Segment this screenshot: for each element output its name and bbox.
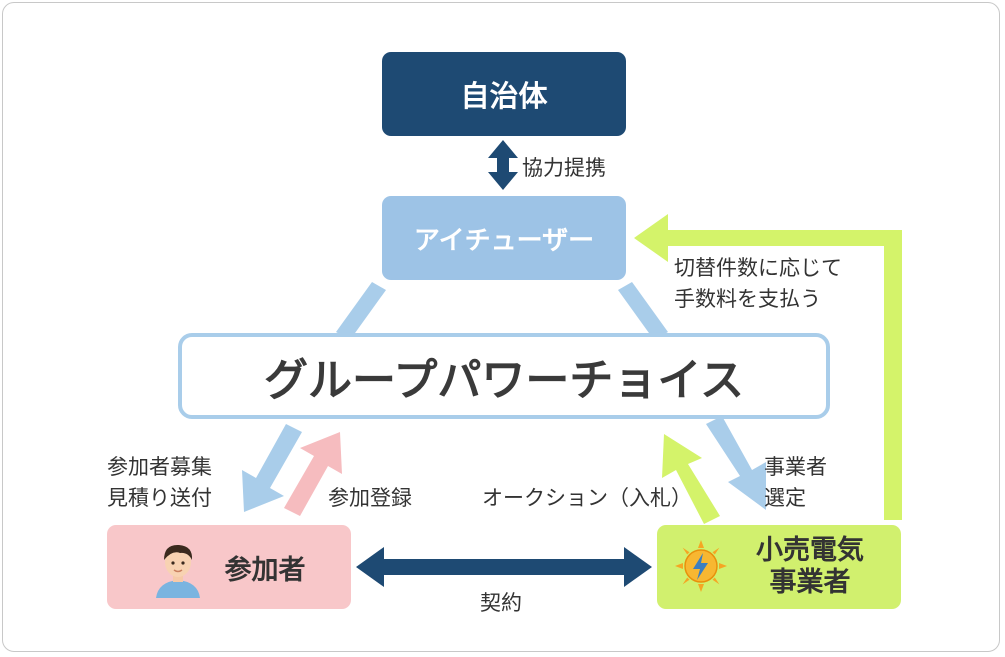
label-contract: 契約 [480,591,522,615]
label-fee-line1: 切替件数に応じて [674,256,842,280]
select-arrow [706,416,766,510]
person-icon [156,544,200,598]
node-ai-user-label: アイチューザー [413,225,595,256]
label-cooperation: 協力提携 [522,156,606,180]
node-municipality-label: 自治体 [460,79,548,113]
node-retailer-label-line1: 小売電気 [756,534,864,566]
label-select-line1: 事業者 [764,455,827,479]
cooperation-arrow [488,140,518,190]
label-recruit: 参加者募集 見積り送付 [107,452,212,514]
sun-bolt-icon [675,540,727,592]
label-fee-line2: 手数料を支払う [674,287,821,311]
label-auction: オークション（入札） [482,486,692,510]
label-recruit-line2: 見積り送付 [107,486,212,510]
node-ai-user: アイチューザー [382,196,626,280]
aiuser-to-gpc-left-arrow [336,282,386,340]
auction-arrow [662,434,720,524]
registration-arrow [284,432,342,516]
label-registration: 参加登録 [328,486,412,510]
aiuser-to-gpc-right-arrow [618,282,668,340]
node-group-power-choice: グループパワーチョイス [178,333,830,419]
node-participant: 参加者 [107,525,351,609]
label-recruit-line1: 参加者募集 [107,455,212,479]
node-retailer-label: 小売電気 事業者 [756,535,864,600]
contract-arrow [356,547,652,587]
node-retailer-label-line2: 事業者 [769,567,851,598]
label-fee: 切替件数に応じて 手数料を支払う [674,253,842,315]
node-participant-label: 参加者 [224,554,306,586]
node-municipality: 自治体 [382,52,626,136]
label-select-line2: 選定 [764,486,806,510]
label-select: 事業者 選定 [764,452,827,514]
recruit-arrow [242,424,302,512]
fee-arrow [634,214,902,520]
node-group-power-choice-label: グループパワーチョイス [263,355,745,406]
